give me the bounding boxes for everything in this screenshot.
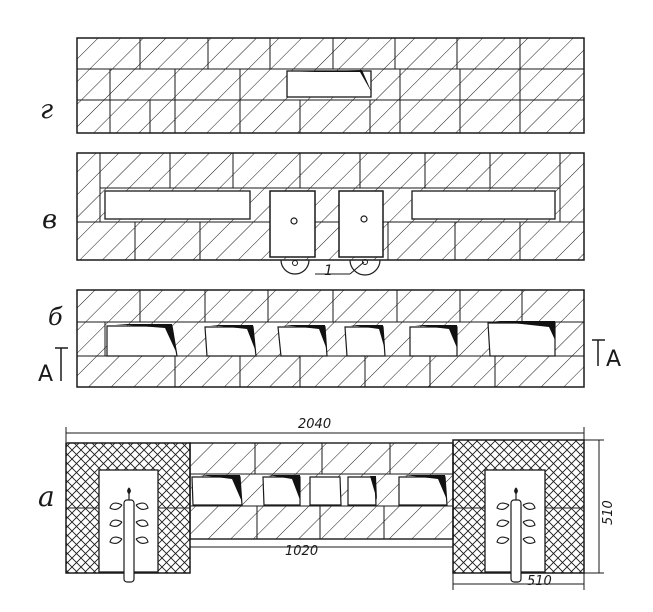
view-v-channel-right [411,190,556,220]
view-v-label: в [42,205,57,235]
door-left-swing [280,259,310,275]
view-v [76,152,585,276]
callout-1: 1 [324,263,333,279]
flame-right-icon [514,487,518,494]
burner-left [123,499,135,583]
section-label-left: А [38,362,53,387]
view-a [65,427,604,590]
section-label-right: А [606,347,621,372]
view-g-opening [286,70,372,98]
dim-right-width-text: 510 [527,574,552,589]
view-b-label: б [48,303,63,331]
flames-left [109,502,149,545]
view-v-joints [77,153,584,260]
door-right [338,190,384,258]
door-left-knob [290,217,298,225]
section-mark-left: А [38,347,68,387]
view-a-channels [191,476,448,506]
flames-right [496,502,536,545]
section-mark-right: А [592,339,621,372]
flame-left-icon [127,487,131,494]
view-b-channels [106,322,556,357]
door-right-swing [349,259,381,276]
dim-height-text: 510 [601,500,616,525]
view-g-joints [77,38,584,133]
view-a-label: а [38,480,55,513]
view-g [76,37,585,134]
dim-middle-text: 1020 [285,544,318,559]
view-a-slag [200,475,447,502]
view-b [76,289,585,388]
burner-right [510,499,522,583]
dim-total-text: 2040 [298,417,331,432]
door-right-knob [360,215,368,223]
view-v-channel-left [104,190,251,220]
view-b-slag [115,321,555,354]
view-g-label: г [40,95,53,125]
view-a-joints [190,443,453,539]
